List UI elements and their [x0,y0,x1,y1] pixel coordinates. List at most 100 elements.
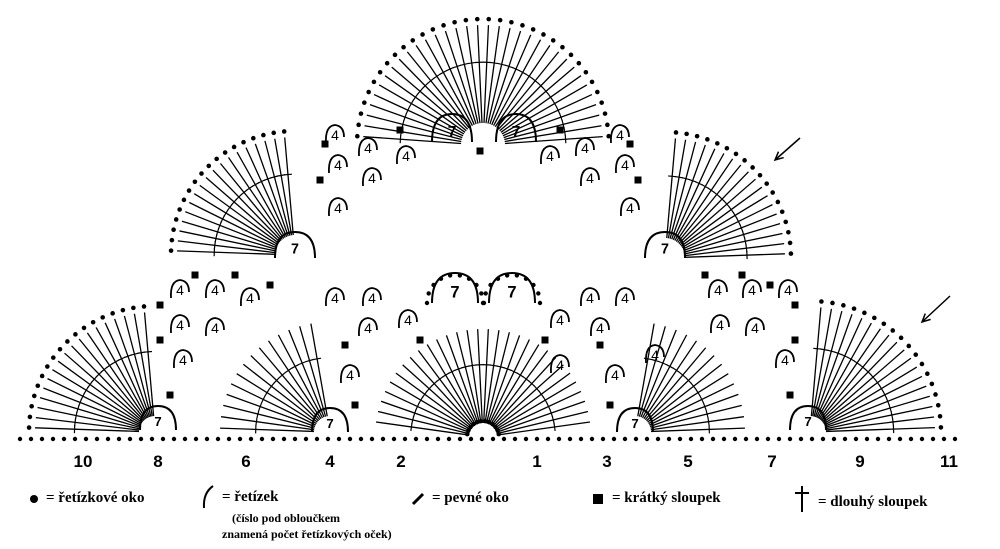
chain-loop-4-count: 4 [334,157,342,173]
row-number-1: 1 [532,452,542,471]
stitch-crossbar [820,348,829,351]
foundation-chain-dot [633,436,639,442]
chain-loop-4-count: 4 [581,140,589,156]
chain-stitch-dot [57,346,63,352]
chain-loop-4 [170,279,190,299]
stitch-crossbar [891,417,895,427]
foundation-chain-dot [501,436,507,442]
double-crochet-stitch [644,347,707,421]
chain-stitch-dot [583,69,589,75]
double-crochet-stitch [813,310,843,417]
chain-loop-4 [745,317,765,337]
stitch-crossbar [220,215,225,223]
chain-stitch-dot [509,19,514,25]
arrow-head [920,313,931,324]
chain-arc-dot [479,291,484,296]
chain-arc-7-count: 7 [512,124,521,141]
double-crochet-stitch [672,148,716,241]
double-crochet-stitch [455,27,479,124]
stitch-crossbar [251,182,260,188]
chain-stitch-dot [705,137,710,142]
half-double-crochet [341,341,349,349]
chain-stitch-dot [520,23,525,28]
stitch-crossbar [421,82,429,89]
half-double-crochet [634,176,642,184]
chain-stitch-dot [169,237,175,243]
stitch-crossbar [76,404,80,413]
chain-stitch-dot [377,69,383,75]
double-crochet-stitch [395,372,473,430]
stitch-crossbar [439,69,448,75]
chain-stitch-dot [862,310,867,316]
foundation-chain-dot [314,436,320,442]
chain-stitch-dot [898,335,904,341]
chain-stitch-dot [35,383,41,389]
double-crochet-stitch [277,334,324,419]
double-crochet-stitch [57,360,143,424]
chain-stitch-dot [684,131,689,137]
stitch-crossbar [284,367,293,374]
double-crochet-stitch [638,326,666,417]
chain-loop-4 [775,349,795,369]
stitch-crossbar [412,93,419,101]
stitch-crossbar [273,377,280,384]
foundation-chain-dot [589,436,595,442]
double-crochet-stitch [199,184,280,244]
chain-stitch-dot [497,17,503,23]
double-crochet-stitch [375,421,470,436]
ring-chain-dot [495,428,500,433]
stitch-crossbar [675,175,684,179]
chain-loop-4-count: 4 [331,290,339,306]
foundation-chain-dot [798,436,804,442]
double-crochet-stitch [650,416,745,431]
foundation-chain-dot [204,436,210,442]
chain-stitch-dot [486,16,492,22]
chain-arc-dot [504,273,510,278]
chain-arc-dot [438,276,444,281]
chain-loop-4-count: 4 [546,148,554,164]
chain-loop-4-count: 4 [626,200,634,216]
chain-stitch-dot [786,230,791,235]
foundation-chain-dot [897,436,903,442]
stitch-crossbar [847,356,855,362]
stitch-crossbar [226,203,233,211]
stitch-crossbar [728,206,735,214]
legend-chain-stitch-label: = řetízkové oko [46,490,145,506]
stitch-crossbar [255,417,258,426]
double-crochet-stitch [274,138,293,236]
chain-loop-4 [325,124,345,144]
foundation-chain-dot [149,436,155,442]
stitch-crossbar [525,73,533,80]
stitch-crossbar [516,372,525,378]
stitch-crossbar [74,411,78,420]
foundation-chain-dot [611,436,617,442]
chain-loop-4 [610,124,630,144]
chain-stitch-dot [851,306,857,311]
chain-arc-7-count: 7 [291,242,299,258]
stitch-crossbar [268,382,275,390]
double-crochet-stitch [310,323,328,417]
foundation-chain-dot [908,436,914,442]
stitch-crossbar [240,189,248,196]
chain-loop-4 [328,154,348,174]
chain-stitch-dot [430,27,436,32]
chain-loop-4-count: 4 [364,320,372,336]
chain-loop-4 [205,317,225,337]
stitch-crossbar [412,409,417,418]
ring-chain-dot [478,418,484,424]
double-crochet-icon [795,486,809,512]
chain-loop-4 [358,317,378,337]
double-crochet-stitch [133,313,153,417]
double-crochet-stitch [502,93,593,137]
double-crochet-stitch [669,141,697,239]
foundation-chain-dot [930,436,936,442]
stitch-crossbar [690,382,697,390]
chain-loop-4 [398,309,418,329]
chain-loop-4 [620,197,640,217]
chain-stitch-dot [420,32,425,37]
row-number-10: 10 [73,452,93,471]
foundation-chain-dot [677,436,683,442]
double-crochet-stitch [492,39,542,127]
stitch-crossbar [695,181,703,186]
double-crochet-stitch [444,30,477,125]
